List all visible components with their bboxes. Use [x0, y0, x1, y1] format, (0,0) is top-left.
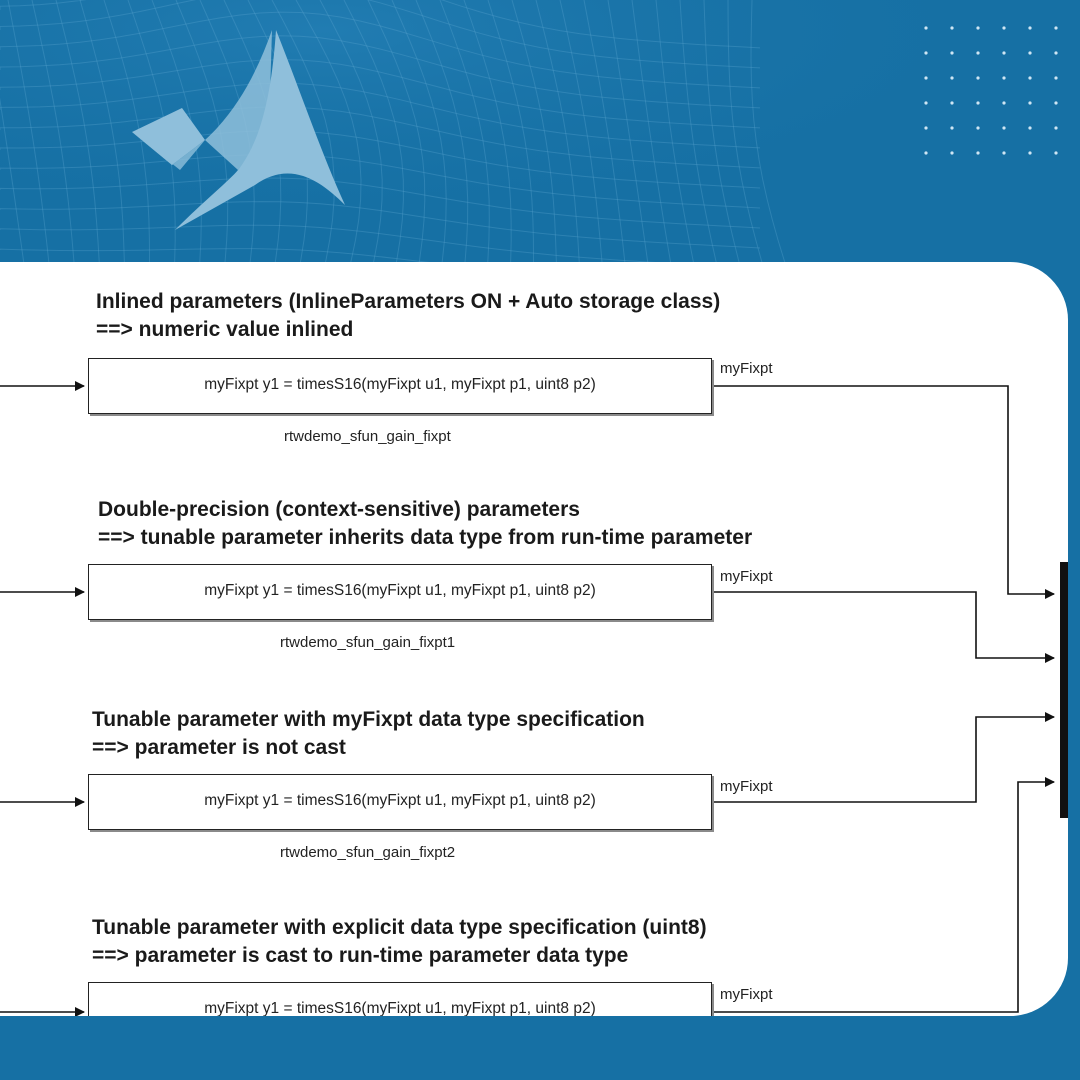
output-wire-1 [714, 385, 1055, 599]
signal-label-1: myFixpt [720, 360, 773, 377]
decor-dot [1002, 76, 1006, 80]
diagram-card: Inlined parameters (InlineParameters ON … [0, 262, 1068, 1016]
decor-dot [924, 126, 928, 130]
decor-dot [1054, 126, 1058, 130]
decor-dot [976, 151, 980, 155]
decor-dot [924, 76, 928, 80]
decor-dot [1002, 126, 1006, 130]
output-wire-4 [714, 777, 1055, 1013]
decor-dot [1028, 26, 1032, 30]
section-heading-2: Double-precision (context-sensitive) par… [98, 498, 753, 549]
section-heading-1: Inlined parameters (InlineParameters ON … [96, 290, 721, 341]
sfunction-block-2[interactable]: myFixpt y1 = timesS16(myFixpt u1, myFixp… [88, 564, 712, 620]
decor-dot [1028, 126, 1032, 130]
decor-dot [950, 76, 954, 80]
block-name-2: rtwdemo_sfun_gain_fixpt1 [280, 634, 456, 651]
decor-dot [1028, 76, 1032, 80]
decor-dot [950, 101, 954, 105]
decor-dot [1002, 26, 1006, 30]
decor-dot [924, 101, 928, 105]
decor-dot [924, 26, 928, 30]
signal-label-3: myFixpt [720, 778, 773, 795]
sfunction-block-3[interactable]: myFixpt y1 = timesS16(myFixpt u1, myFixp… [88, 774, 712, 830]
decor-dot [1054, 76, 1058, 80]
mux-block[interactable] [1060, 562, 1068, 818]
decor-dot [1002, 151, 1006, 155]
decor-dot [976, 101, 980, 105]
signal-wires [0, 381, 1068, 1016]
decor-dot [1028, 51, 1032, 55]
decor-dot [950, 126, 954, 130]
decor-dot [1054, 26, 1058, 30]
decor-dot [1028, 151, 1032, 155]
decor-dot [976, 76, 980, 80]
block-name-3: rtwdemo_sfun_gain_fixpt2 [280, 844, 456, 861]
block-name-1: rtwdemo_sfun_gain_fixpt [284, 428, 451, 445]
wireframe-surface [0, 0, 798, 309]
decor-dot [924, 151, 928, 155]
section-heading-4: Tunable parameter with explicit data typ… [92, 916, 707, 967]
decor-dot [1002, 101, 1006, 105]
sfunction-block-1[interactable]: myFixpt y1 = timesS16(myFixpt u1, myFixp… [88, 358, 712, 414]
decor-dot [976, 126, 980, 130]
decor-dot [976, 26, 980, 30]
decor-dot [1002, 51, 1006, 55]
output-wire-3 [714, 712, 1055, 803]
signal-label-4: myFixpt [720, 986, 773, 1003]
decor-dot [1054, 51, 1058, 55]
decor-dot [1054, 101, 1058, 105]
dot-grid-pattern [924, 26, 1058, 155]
decor-dot [924, 51, 928, 55]
decor-dot [976, 51, 980, 55]
signal-label-2: myFixpt [720, 568, 773, 585]
output-wire-2 [714, 591, 1055, 663]
decor-dot [1028, 101, 1032, 105]
decor-dot [950, 51, 954, 55]
sfunction-block-4[interactable]: myFixpt y1 = timesS16(myFixpt u1, myFixp… [88, 982, 712, 1016]
decor-dot [1054, 151, 1058, 155]
decor-dot [950, 26, 954, 30]
section-heading-3: Tunable parameter with myFixpt data type… [92, 708, 645, 759]
matlab-membrane-logo [132, 30, 345, 230]
decor-dot [950, 151, 954, 155]
